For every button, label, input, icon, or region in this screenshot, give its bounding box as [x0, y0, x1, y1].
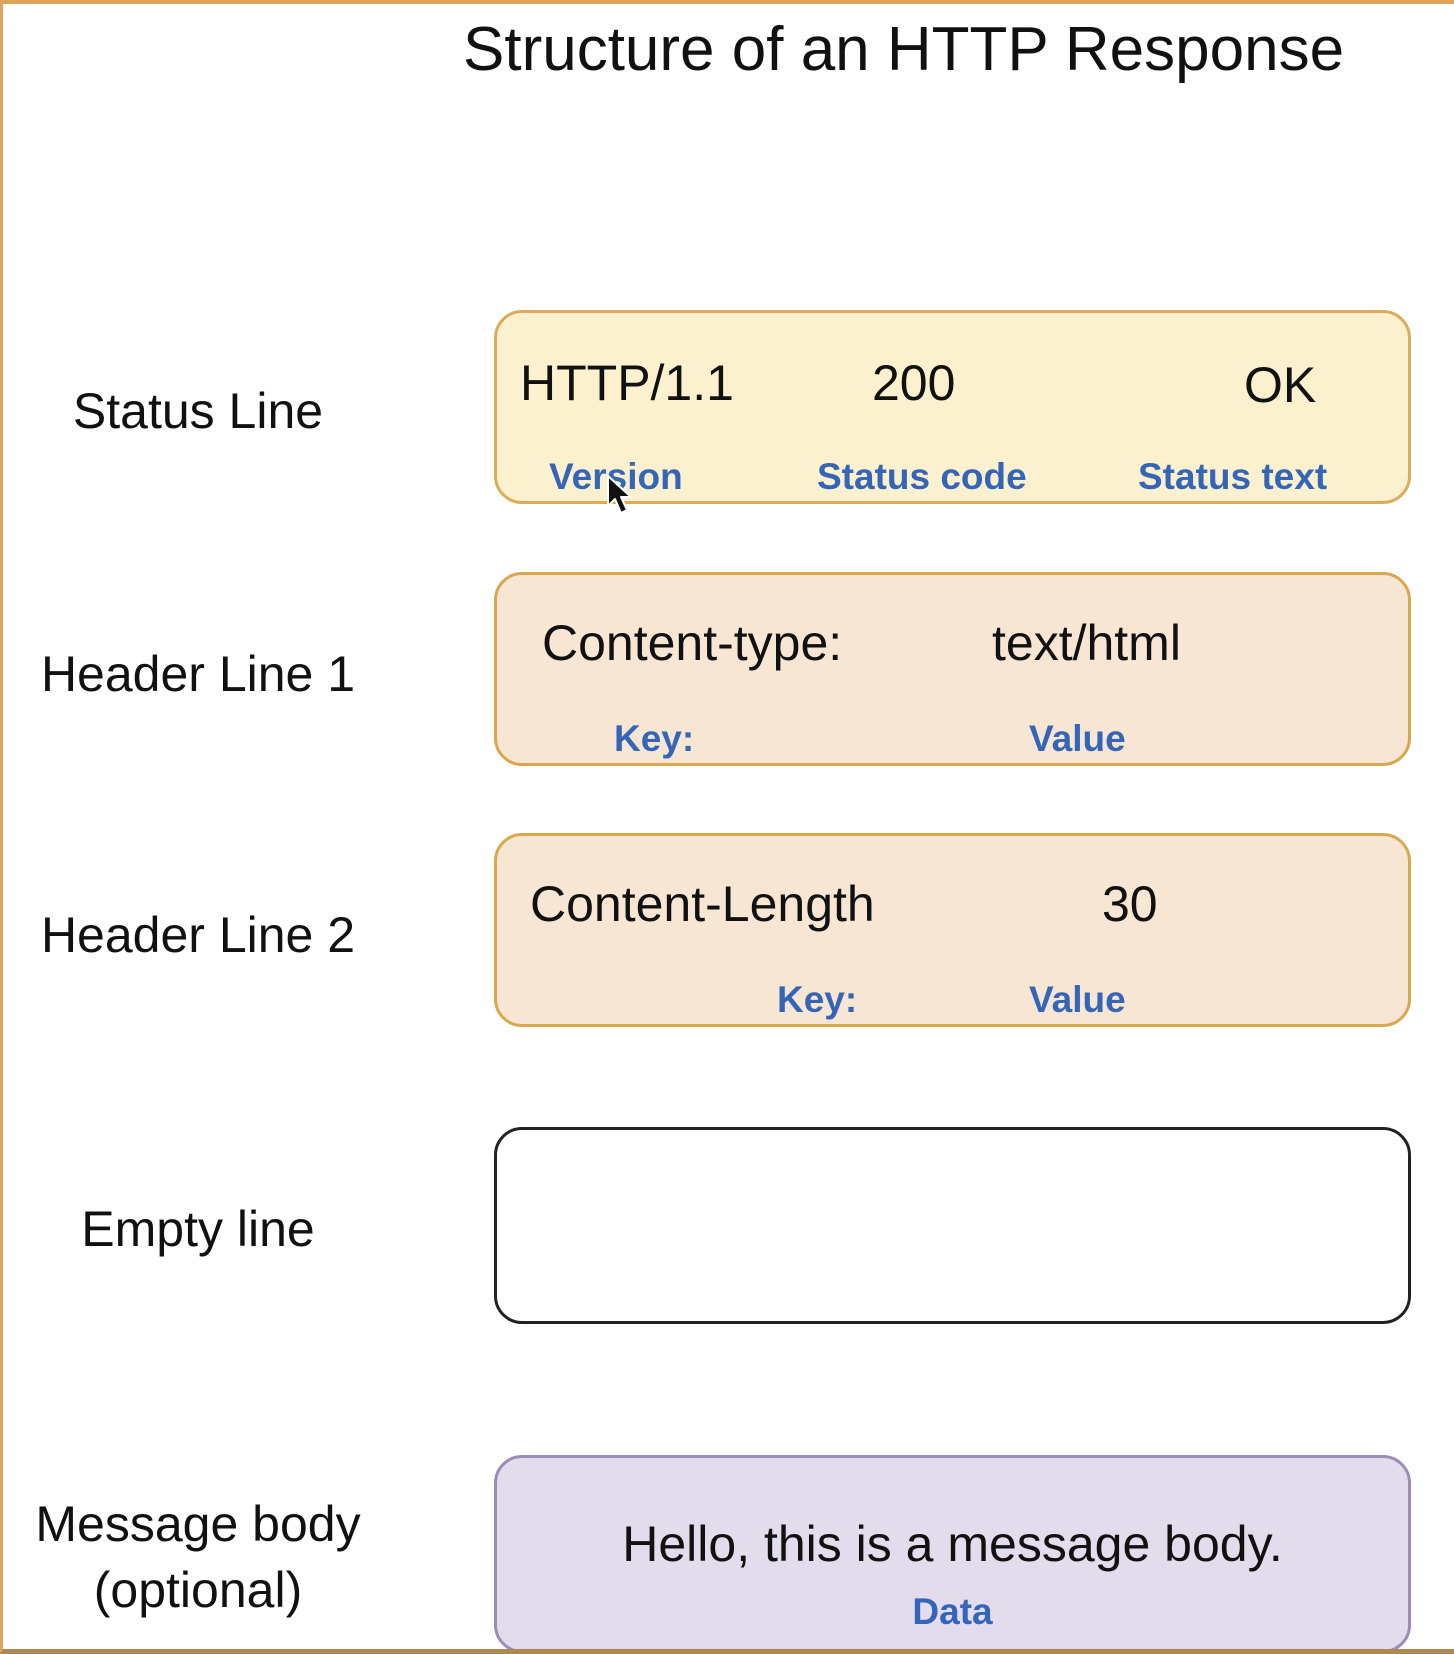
header-line-1-box: Content-type: text/html Key: Value — [494, 572, 1411, 766]
message-body-content: Hello, this is a message body. — [622, 1516, 1283, 1572]
status-text-label: Status text — [1138, 456, 1328, 497]
row-label-message-body-optional: (optional) — [93, 1562, 303, 1618]
header1-key: Content-type: — [542, 615, 843, 671]
row-label-status-line: Status Line — [72, 383, 324, 439]
mouse-pointer-icon — [607, 475, 632, 514]
header-line-2-box: Content-Length 30 Key: Value — [494, 833, 1411, 1027]
status-text-value: OK — [1244, 357, 1317, 413]
status-line-box: HTTP/1.1 200 OK Version Status code Stat… — [494, 310, 1411, 504]
header1-value-label: Value — [1029, 718, 1126, 759]
row-label-header-line-1: Header Line 1 — [40, 646, 356, 702]
header1-key-label: Key: — [614, 718, 695, 759]
empty-line-box — [494, 1127, 1411, 1324]
message-body-box: Hello, this is a message body. Data — [494, 1455, 1411, 1649]
row-label-header-line-2: Header Line 2 — [40, 907, 356, 963]
header1-value: text/html — [992, 615, 1181, 671]
status-code-value: 200 — [872, 355, 956, 411]
version-value: HTTP/1.1 — [520, 355, 734, 411]
header2-key-label: Key: — [777, 979, 858, 1020]
row-label-empty-line: Empty line — [81, 1201, 315, 1257]
status-code-label: Status code — [817, 456, 1027, 497]
header2-value-label: Value — [1029, 979, 1126, 1020]
row-label-message-body: Message body — [35, 1496, 361, 1552]
message-body-data-label: Data — [912, 1591, 993, 1632]
header2-value: 30 — [1102, 876, 1158, 932]
header2-key: Content-Length — [530, 876, 875, 932]
diagram-title: Structure of an HTTP Response — [463, 15, 1345, 84]
